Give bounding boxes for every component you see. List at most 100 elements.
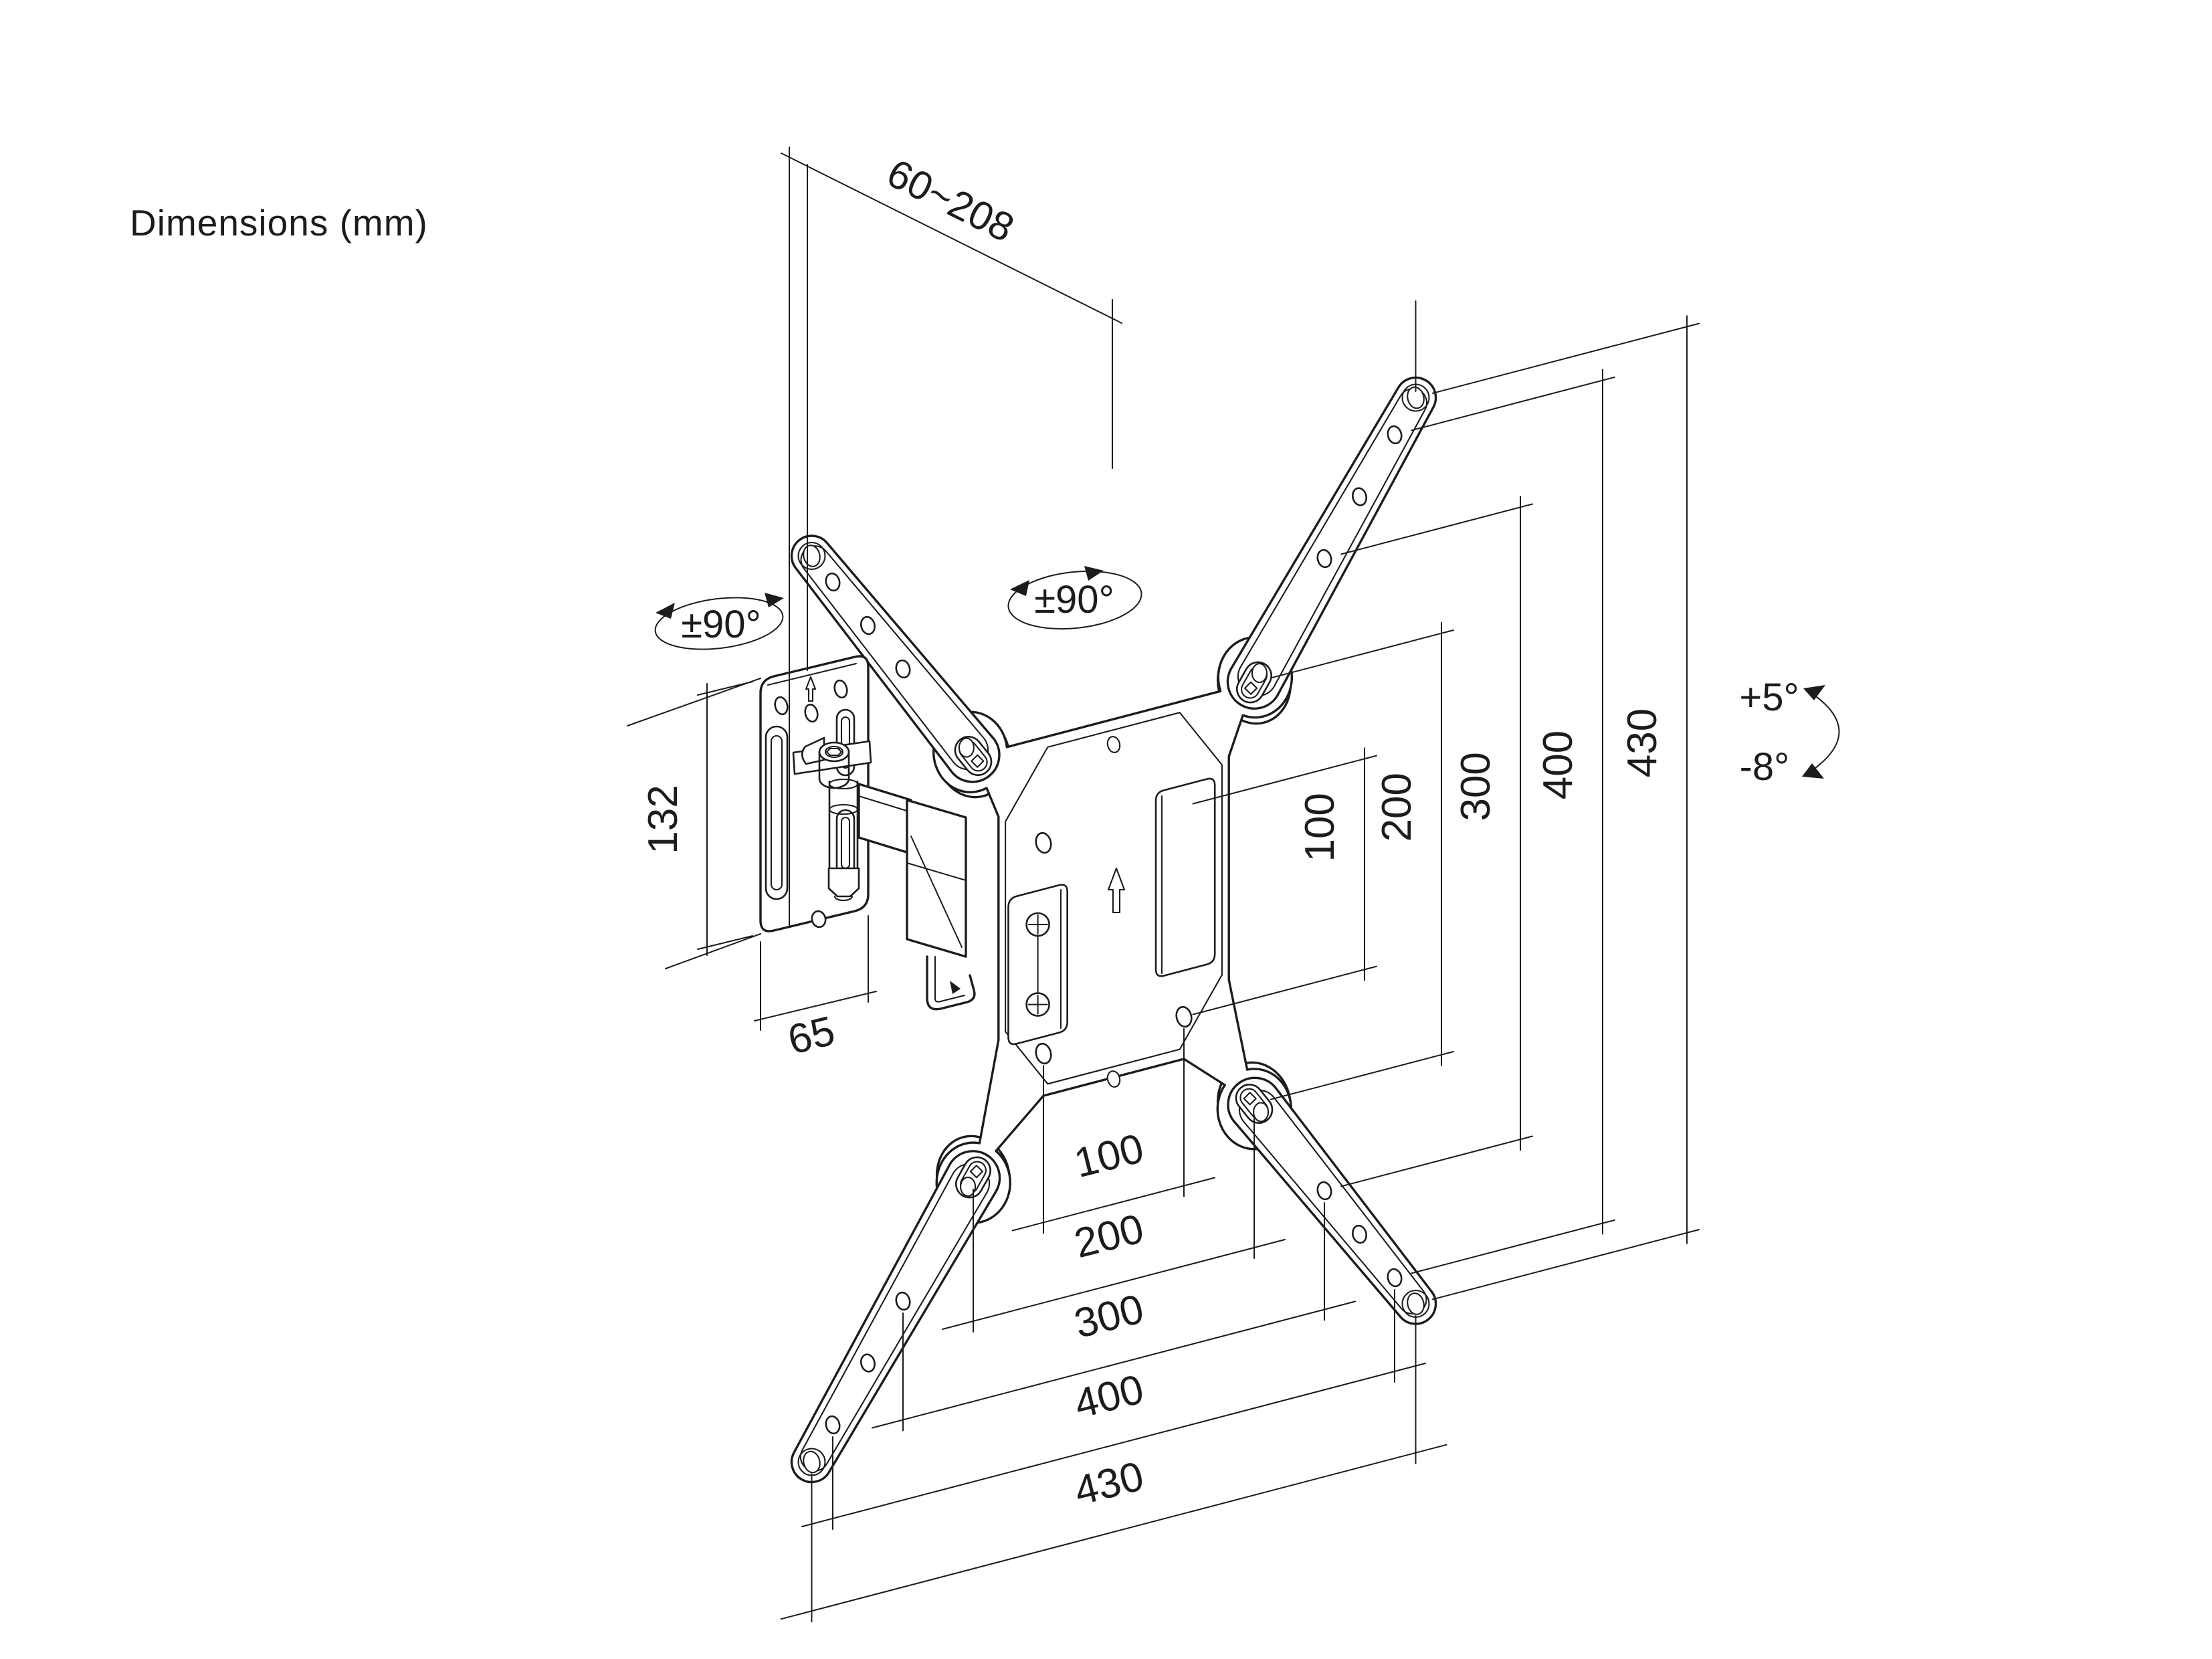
dim-ext-line (1270, 629, 1454, 679)
swivel-arrow-icon (1084, 566, 1104, 581)
dim-label-vertical: 200 (1374, 773, 1420, 842)
cable-hook-inner (934, 955, 966, 1003)
wall-plate-hole (804, 703, 819, 723)
center-plate-inner-line (1005, 712, 1223, 1085)
tilt-down-label: -8° (1740, 745, 1790, 789)
dim-label-vertical: 100 (1297, 793, 1343, 862)
arm-bottom-right-hole (1352, 1224, 1367, 1244)
arm-bottom-right-hole (1387, 1268, 1403, 1288)
wall-height-dimension-label: 132 (640, 785, 686, 854)
vesa-hole (1035, 832, 1052, 854)
swivel-arrow-icon (1010, 580, 1029, 596)
swivel-arm-fold (858, 795, 912, 813)
arm-bottom-right (1227, 1076, 1437, 1325)
plate-hole (1106, 1070, 1121, 1088)
wall-edge (665, 933, 761, 969)
dim-line-horizontal (872, 1300, 1356, 1429)
swivel-ellipse (1007, 570, 1142, 630)
arm-top-left-hole (895, 659, 911, 679)
arm-bottom-left-slot-hole (960, 1176, 977, 1197)
arm-bottom-right-tip-hole (1407, 1292, 1425, 1315)
wall-width-dim-line (754, 991, 877, 1021)
wall-height-ext-line (697, 935, 753, 950)
hinge-nut-bottom (833, 895, 853, 902)
arm-bottom-left-hole (825, 1415, 841, 1435)
dim-ext-line (1340, 503, 1533, 555)
tilt-arrow-icon (1803, 685, 1825, 700)
dim-label-horizontal: 430 (1070, 1453, 1148, 1515)
tilt-indicator: +5° -8° (1739, 676, 1840, 789)
arm-top-right-slot-hole (1251, 663, 1268, 684)
wall-plate-hole (811, 910, 827, 929)
dim-label-vertical: 300 (1453, 752, 1499, 821)
wall-plate-arrow-icon (805, 676, 817, 702)
dim-label-horizontal: 300 (1070, 1286, 1148, 1347)
dim-line-horizontal (1012, 1177, 1215, 1232)
depth-dimension-label: 60~208 (880, 151, 1021, 251)
hinge-nut (827, 867, 860, 898)
wall-plate-group (627, 655, 976, 1011)
hinge-barrel-ring (828, 803, 859, 815)
vesa-hole (1175, 1005, 1193, 1028)
keyhole-slot-bottom (835, 809, 856, 877)
arm-bottom-left-hole (895, 1291, 911, 1311)
arm-bottom-left-hole (860, 1353, 876, 1373)
swivel-ellipse (654, 597, 784, 650)
wall-plate-dimension-group: 132 65 (640, 681, 877, 1064)
dim-ext-line (1192, 755, 1377, 805)
wall-height-ext-line (697, 681, 753, 696)
depth-dim-line (781, 153, 1122, 324)
dim-line-horizontal (801, 1363, 1426, 1527)
dim-ext-line (1411, 1219, 1615, 1274)
center-plate-details (1007, 736, 1216, 1088)
arm-top-right (1226, 376, 1437, 710)
bracket-brace (910, 836, 963, 948)
arm-swivel-label: ±90° (681, 603, 761, 646)
arm-top-right-tip-hole (1407, 386, 1425, 409)
hinge-bolt-ring (824, 745, 844, 759)
plate-swivel-badge: ±90° (1007, 566, 1142, 630)
dim-label-vertical: 400 (1535, 730, 1581, 799)
wall-width-dimension-label: 65 (783, 1007, 839, 1064)
arm-top-left-hole (860, 615, 876, 636)
keyhole-slot-bottom-inner (840, 816, 851, 870)
screw-cross-icon (1027, 994, 1048, 1015)
page-title: Dimensions (mm) (130, 202, 428, 243)
wall-mounting-slot-inner (770, 735, 783, 890)
dim-ext-line (1192, 965, 1377, 1015)
tilt-arc (1805, 690, 1840, 775)
hex-socket-icon (825, 747, 843, 757)
arm-top-left-hole (825, 572, 841, 592)
arm-swivel-badge: ±90° (654, 593, 784, 650)
wall-plate-fold (767, 663, 857, 686)
screw-cross-icon (1027, 914, 1048, 935)
dim-ext-line (1411, 376, 1615, 431)
keyhole-diamond-icon (1243, 1092, 1257, 1106)
arm-top-right-hole (1352, 487, 1367, 506)
dim-label-horizontal: 200 (1070, 1205, 1148, 1267)
dim-label-horizontal: 100 (1070, 1125, 1148, 1187)
dim-line-horizontal (942, 1239, 1286, 1330)
plate-up-arrow-icon (1107, 867, 1126, 914)
cable-hook (926, 955, 976, 1011)
dim-ext-line (1270, 1051, 1454, 1100)
dim-line-horizontal (780, 1444, 1447, 1620)
tilt-up-label: +5° (1739, 676, 1799, 719)
arm-top-right-hole (1316, 549, 1332, 569)
vesa-opening (1154, 777, 1216, 977)
keyhole-diamond-icon (971, 754, 985, 768)
keyhole-diamond-icon (969, 1165, 983, 1179)
bolt-cylinder (818, 751, 850, 780)
dim-ext-line (1340, 1135, 1533, 1187)
arm-bottom-right-slot-hole (1253, 1102, 1270, 1123)
vesa-hole (1035, 1042, 1052, 1065)
dim-label-horizontal: 400 (1070, 1366, 1148, 1428)
wall-mounting-slot (765, 725, 789, 900)
dim-ext-line (1431, 322, 1700, 394)
tilt-arrow-icon (1802, 763, 1824, 779)
arm-bottom-right-hole (1316, 1181, 1332, 1201)
arm-top-left-slot-hole (958, 737, 975, 758)
swivel-arrow-icon (765, 593, 784, 607)
